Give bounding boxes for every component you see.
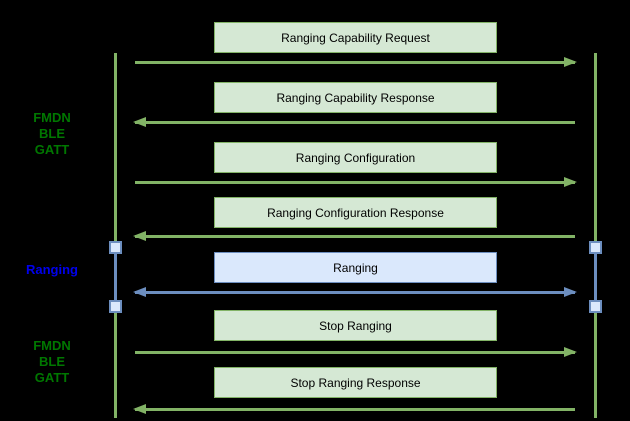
side-label-line: GATT <box>34 370 70 385</box>
arrowhead-right-icon <box>564 287 577 297</box>
activation-square <box>589 300 602 313</box>
side-label-ranging: Ranging <box>0 262 104 278</box>
arrowhead-left-icon <box>133 287 146 297</box>
side-label-line: Ranging <box>26 262 78 277</box>
arrow-shaft <box>135 120 575 124</box>
arrow-shaft <box>135 60 575 64</box>
arrow-ranging-bidirectional <box>133 287 577 297</box>
arrow-stop-ranging <box>135 347 577 357</box>
message-label: Stop Ranging Response <box>290 375 421 390</box>
arrow-stop-ranging-response <box>133 404 575 414</box>
arrow-shaft <box>135 180 575 184</box>
message-box-ranging: Ranging <box>214 252 497 283</box>
arrow-ranging-configuration <box>135 177 577 187</box>
side-label-line: FMDN <box>33 110 71 125</box>
side-label-line: BLE <box>39 126 65 141</box>
message-box-stop-ranging-response: Stop Ranging Response <box>214 367 497 398</box>
ranging-activation-segment-left <box>114 247 117 307</box>
activation-square <box>589 241 602 254</box>
arrowhead-left-icon <box>133 231 146 241</box>
message-label: Ranging <box>333 260 378 275</box>
activation-square <box>109 300 122 313</box>
arrowhead-left-icon <box>133 404 146 414</box>
message-box-ranging-capability-response: Ranging Capability Response <box>214 82 497 113</box>
message-box-ranging-configuration-response: Ranging Configuration Response <box>214 197 497 228</box>
activation-square <box>109 241 122 254</box>
side-label-fmdn-ble-gatt-top: FMDN BLE GATT <box>0 110 104 158</box>
arrowhead-right-icon <box>564 177 577 187</box>
arrow-shaft <box>135 290 575 294</box>
arrow-ranging-configuration-response <box>133 231 575 241</box>
side-label-line: FMDN <box>33 338 71 353</box>
arrow-ranging-capability-response <box>133 117 575 127</box>
arrow-shaft <box>135 350 575 354</box>
message-label: Ranging Configuration Response <box>267 205 444 220</box>
arrowhead-left-icon <box>133 117 146 127</box>
side-label-line: BLE <box>39 354 65 369</box>
message-label: Ranging Capability Response <box>276 90 435 105</box>
arrow-ranging-capability-request <box>135 57 577 67</box>
arrow-shaft <box>135 234 575 238</box>
message-label: Stop Ranging <box>319 318 392 333</box>
lifeline-right <box>594 53 597 418</box>
lifeline-left <box>114 53 117 418</box>
message-label: Ranging Configuration <box>295 150 416 165</box>
arrow-shaft <box>135 407 575 411</box>
message-box-ranging-capability-request: Ranging Capability Request <box>214 22 497 53</box>
ranging-activation-segment-right <box>594 247 597 307</box>
message-label: Ranging Capability Request <box>281 30 430 45</box>
message-box-ranging-configuration: Ranging Configuration <box>214 142 497 173</box>
side-label-line: GATT <box>34 142 70 157</box>
side-label-fmdn-ble-gatt-bottom: FMDN BLE GATT <box>0 338 104 386</box>
message-box-stop-ranging: Stop Ranging <box>214 310 497 341</box>
arrowhead-right-icon <box>564 57 577 67</box>
arrowhead-right-icon <box>564 347 577 357</box>
